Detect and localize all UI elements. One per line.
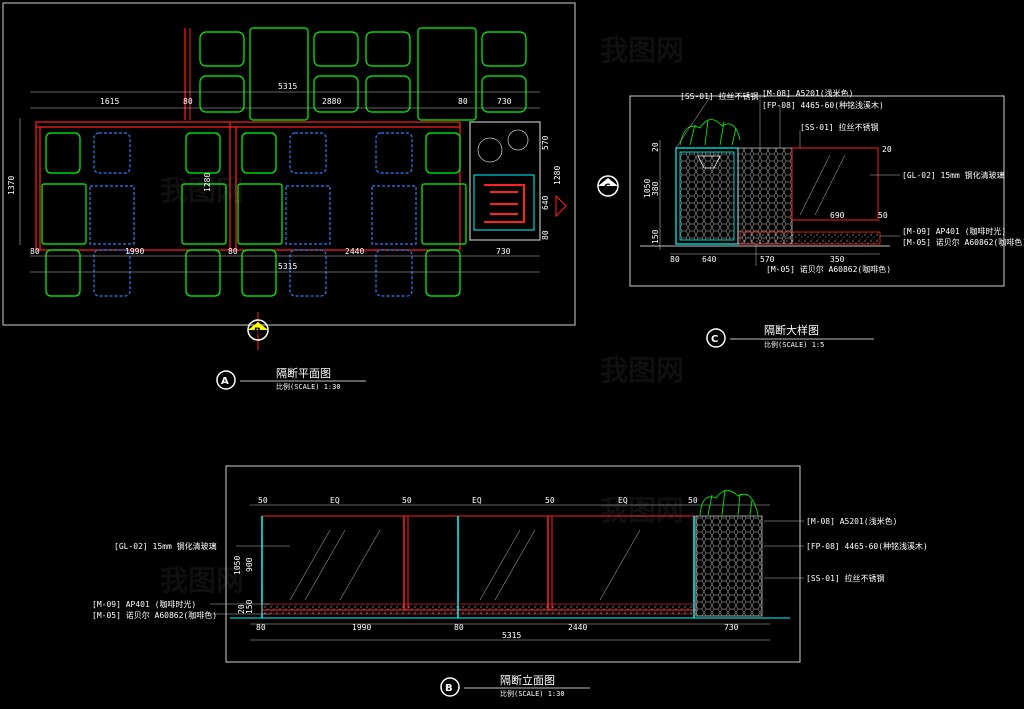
- plan-dim-top-6: 730: [497, 97, 512, 106]
- plan-dim-bottom-5: 730: [496, 247, 511, 256]
- watermark-2: 我图网: [600, 34, 684, 67]
- plan-dim-top-5: 80: [458, 97, 468, 106]
- elevation-title-block: B 隔断立面图 比例(SCALE) 1:30: [440, 673, 590, 698]
- elev-dim-top-2: EQ: [330, 496, 340, 505]
- section-marker-b-label: B: [254, 327, 261, 337]
- plan-dim-right-4: 80: [541, 230, 550, 240]
- elev-note-left-1: [GL-02] 15mm 钢化清玻璃: [114, 541, 217, 551]
- detail-dim-5: 80: [670, 255, 680, 264]
- section-marker-c: C: [597, 175, 619, 197]
- detail-note-right-2: [M-09] AP401 (咖啡时光): [902, 226, 1006, 236]
- elevation-title-badge: B: [445, 683, 453, 694]
- watermark-1: 我图网: [160, 174, 244, 207]
- plan-top-dims: [30, 91, 540, 109]
- elevation-view: 50 EQ 50 EQ 50 EQ 50: [92, 465, 928, 698]
- plant-symbol-detail: [679, 119, 741, 146]
- plan-title: 隔断平面图: [276, 366, 331, 380]
- detail-dim-6: 640: [702, 255, 717, 264]
- plant-symbol-elevation: [699, 489, 759, 516]
- elev-dim-side-4: 20: [237, 604, 246, 614]
- left-seating: [41, 132, 467, 297]
- plan-dim-right-3: 640: [541, 195, 550, 210]
- elev-note-right-3: [SS-01] 拉丝不锈钢: [806, 573, 885, 583]
- section-marker-b: B: [247, 312, 269, 350]
- detail-view: 20 1050 380 150 80 640 570 350 690 50 20…: [597, 88, 1024, 349]
- elev-dim-side-3: 150: [245, 599, 254, 614]
- watermark-3: 我图网: [600, 354, 684, 387]
- elev-dim-bottom-1: 80: [256, 623, 266, 632]
- elev-dim-bottom-4: 2440: [568, 623, 587, 632]
- plan-title-block: A 隔断平面图 比例(SCALE) 1:30: [216, 366, 366, 391]
- elevation-panels: [261, 515, 697, 618]
- plan-dim-top-1: 1615: [100, 97, 119, 106]
- plan-dim-bottom-1: 80: [30, 247, 40, 256]
- detail-note-left-1: [SS-01] 拉丝不锈钢: [680, 91, 759, 101]
- plan-scale: 比例(SCALE) 1:30: [276, 382, 341, 391]
- plan-dim-left: 1370: [7, 176, 16, 195]
- detail-note-right-1: [GL-02] 15mm 钢化清玻璃: [902, 170, 1005, 180]
- detail-note-right-3: [M-05] 诺贝尔 A60862(咖啡色): [902, 237, 1024, 247]
- elev-note-left-2: [M-09] AP401 (咖啡时光): [92, 599, 196, 609]
- plan-dim-top-3: 5315: [278, 82, 297, 91]
- detail-scale: 比例(SCALE) 1:5: [764, 340, 824, 349]
- detail-title-badge: C: [711, 334, 718, 345]
- watermarks: 我图网 我图网 我图网 我图网 我图网: [160, 34, 684, 597]
- blue-dashed-seating: [89, 132, 417, 297]
- plan-title-badge: A: [221, 376, 229, 387]
- plan-view: 1615 80 5315 2880 80 730: [2, 2, 576, 391]
- plan-dim-right-2: 1280: [553, 166, 562, 185]
- elevation-scale: 比例(SCALE) 1:30: [500, 689, 565, 698]
- elevation-title: 隔断立面图: [500, 673, 555, 687]
- plant-symbol-plan: [477, 129, 529, 163]
- elev-dim-top-7: 50: [688, 496, 698, 505]
- elev-note-right-1: [M-08] A5201(浅米色): [806, 516, 897, 526]
- elev-dim-bottom-5: 730: [724, 623, 739, 632]
- detail-dim-10: 50: [878, 211, 888, 220]
- elev-dim-top-4: EQ: [472, 496, 482, 505]
- elev-dim-side-1: 1050: [233, 556, 242, 575]
- elev-note-right-2: [FP-08] 4465-60(种铭浅溪木): [806, 541, 928, 551]
- elevation-frame: [225, 465, 801, 663]
- plan-dim-mid: 1280: [203, 173, 212, 192]
- top-seating-row: [199, 27, 527, 121]
- detail-note-bottom: [M-05] 诺贝尔 A60862(咖啡色): [766, 264, 891, 274]
- elev-dim-top-5: 50: [545, 496, 555, 505]
- detail-frame: [629, 95, 1005, 287]
- detail-dim-2: 1050: [643, 179, 652, 198]
- plan-dim-bottom-total: 5315: [278, 262, 297, 271]
- detail-dim-7: 570: [760, 255, 775, 264]
- detail-title-block: C 隔断大样图 比例(SCALE) 1:5: [706, 323, 874, 349]
- watermark-5: 我图网: [600, 494, 684, 527]
- elev-dim-bottom-2: 1990: [352, 623, 371, 632]
- detail-dim-1: 20: [651, 142, 660, 152]
- planter-stripes: [484, 184, 525, 223]
- detail-note-top-1: [M-08] A5201(浅米色): [762, 88, 853, 98]
- detail-note-top-2: [FP-08] 4465-60(种铭浅溪木): [762, 100, 884, 110]
- plan-dim-top-4: 2880: [322, 97, 341, 106]
- detail-dim-11: 20: [882, 145, 892, 154]
- plan-frame: [2, 2, 576, 326]
- watermark-4: 我图网: [160, 564, 244, 597]
- elev-dim-top-1: 50: [258, 496, 268, 505]
- plan-dim-top-2: 80: [183, 97, 193, 106]
- detail-dim-4: 150: [651, 229, 660, 244]
- plan-dim-bottom-2: 1990: [125, 247, 144, 256]
- elev-dim-side-2: 900: [245, 557, 254, 572]
- plan-dim-bottom-3: 80: [228, 247, 238, 256]
- elev-dim-top-6: EQ: [618, 496, 628, 505]
- detail-dim-3: 380: [651, 181, 660, 196]
- detail-note-top-3: [SS-01] 拉丝不锈钢: [800, 122, 879, 132]
- section-marker-c-label: C: [604, 183, 611, 193]
- detail-dim-9: 690: [830, 211, 845, 220]
- elev-dim-bottom-total: 5315: [502, 631, 521, 640]
- elev-note-left-3: [M-05] 诺贝尔 A60862(咖啡色): [92, 610, 217, 620]
- planter-box-plan: [473, 174, 535, 231]
- detail-dim-8: 350: [830, 255, 845, 264]
- plan-dim-bottom-4: 2440: [345, 247, 364, 256]
- plan-dim-right-1: 570: [541, 135, 550, 150]
- detail-title: 隔断大样图: [764, 323, 819, 337]
- elev-dim-top-3: 50: [402, 496, 412, 505]
- elev-dim-bottom-3: 80: [454, 623, 464, 632]
